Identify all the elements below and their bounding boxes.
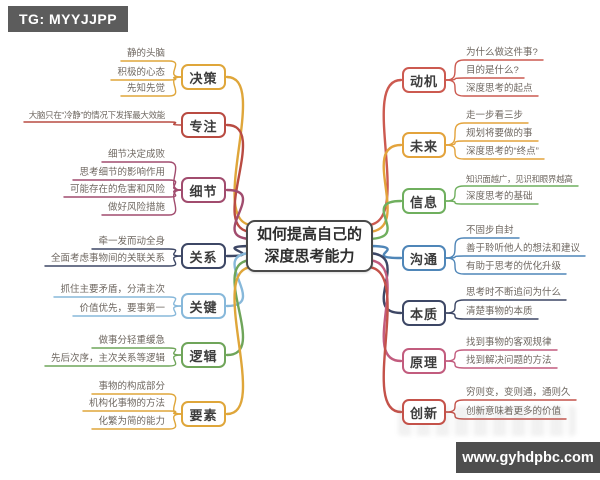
subtopic-juece-1[interactable]: 静的头脑 — [126, 48, 165, 59]
subtopic-dongji-3[interactable]: 深度思考的起点 — [466, 83, 533, 94]
topic-node-luoji[interactable]: 逻辑 — [181, 342, 226, 368]
branch-line — [225, 75, 255, 227]
leaf-line — [445, 255, 586, 259]
subtopic-goutong-3[interactable]: 有助于思考的优化升级 — [466, 261, 562, 272]
leaf-line — [82, 410, 182, 415]
subtopic-zhuanzhu-1[interactable]: 大脑只在“冷静”的情况下发挥最大效能 — [28, 110, 166, 120]
subtopic-xinxi-2[interactable]: 深度思考的基础 — [466, 191, 533, 202]
branch-line — [225, 123, 255, 234]
website-watermark-badge: www.gyhdpbc.com — [456, 442, 600, 473]
subtopic-xijie-1[interactable]: 细节决定成败 — [107, 149, 165, 160]
subtopic-luoji-1[interactable]: 做事分轻重缓急 — [98, 335, 165, 346]
central-topic-line1: 如何提高自己的 — [256, 226, 362, 244]
leaf-line — [91, 413, 182, 430]
leaf-line — [445, 79, 539, 97]
leaf-line — [445, 77, 525, 81]
branch-line — [225, 258, 255, 357]
branch-line — [365, 78, 403, 227]
subtopic-weilai-2[interactable]: 规划将要做的事 — [466, 128, 533, 139]
topic-node-guanxi[interactable]: 关系 — [181, 243, 226, 269]
topic-node-guanjian[interactable]: 关键 — [181, 293, 226, 319]
topic-node-xinxi[interactable]: 信息 — [402, 188, 446, 214]
tg-watermark-badge: TG: MYYJJPP — [8, 6, 129, 32]
subtopic-benzhi-2[interactable]: 清楚事物的本质 — [466, 306, 533, 317]
subtopic-luoji-2[interactable]: 先后次序，主次关系等逻辑 — [50, 353, 165, 364]
subtopic-goutong-2[interactable]: 善于聆听他人的想法和建议 — [466, 243, 581, 254]
topic-node-juece[interactable]: 决策 — [181, 64, 226, 90]
subtopic-weilai-3[interactable]: 深度思考的“终点” — [466, 146, 539, 157]
leaf-line — [120, 76, 182, 97]
central-topic-line2: 深度思考能力 — [264, 248, 355, 265]
topic-node-zhuanzhu[interactable]: 专注 — [181, 112, 226, 138]
branch-line — [225, 188, 255, 241]
subtopic-xijie-4[interactable]: 做好风险措施 — [107, 202, 165, 213]
branch-line — [365, 143, 403, 234]
subtopic-guanxi-2[interactable]: 全面考虑事物间的关联关系 — [50, 253, 165, 264]
subtopic-yaosu-1[interactable]: 事物的构成部分 — [98, 381, 165, 392]
topic-node-dongji[interactable]: 动机 — [402, 67, 446, 93]
leaf-line — [445, 200, 539, 205]
leaf-line — [23, 121, 182, 126]
subtopic-guanxi-1[interactable]: 牵一发而动全身 — [98, 236, 165, 247]
leaf-line — [101, 189, 182, 216]
leaf-line — [72, 305, 182, 317]
subtopic-chuangxin-2[interactable]: 创新意味着更多的价值 — [466, 406, 562, 417]
subtopic-juece-3[interactable]: 先知先觉 — [126, 83, 165, 94]
topic-node-yaosu[interactable]: 要素 — [181, 401, 226, 427]
subtopic-yaosu-2[interactable]: 机构化事物的方法 — [88, 398, 165, 409]
subtopic-guanjian-1[interactable]: 抓住主要矛盾，分清主次 — [60, 284, 165, 295]
topic-node-goutong[interactable]: 沟通 — [402, 245, 446, 271]
subtopic-xinxi-1[interactable]: 知识面越广，见识和眼界越高 — [466, 174, 573, 184]
branch-line — [365, 244, 403, 260]
branch-line — [365, 199, 403, 241]
leaf-line — [44, 354, 182, 367]
topic-node-yuanli[interactable]: 原理 — [402, 348, 446, 374]
subtopic-yuanli-1[interactable]: 找到事物的客观规律 — [466, 337, 552, 348]
subtopic-dongji-2[interactable]: 目的是什么? — [466, 65, 519, 76]
subtopic-chuangxin-1[interactable]: 穷则变，变则通，通则久 — [466, 387, 571, 398]
topic-node-weilai[interactable]: 未来 — [402, 132, 446, 158]
subtopic-dongji-1[interactable]: 为什么做这件事? — [466, 47, 538, 58]
subtopic-goutong-1[interactable]: 不固步自封 — [466, 225, 514, 236]
subtopic-yuanli-2[interactable]: 找到解决问题的方法 — [466, 355, 552, 366]
leaf-line — [44, 255, 182, 267]
central-topic-node[interactable]: 如何提高自己的 深度思考能力 — [246, 220, 373, 272]
leaf-line — [445, 312, 539, 320]
subtopic-benzhi-1[interactable]: 思考时不断追问为什么 — [466, 287, 562, 298]
subtopic-juece-2[interactable]: 积极的心态 — [117, 67, 165, 78]
leaf-line — [445, 257, 567, 275]
branch-line — [365, 258, 403, 363]
subtopic-xijie-3[interactable]: 可能存在的危害和风险 — [69, 184, 165, 195]
topic-node-benzhi[interactable]: 本质 — [402, 300, 446, 326]
subtopic-yaosu-3[interactable]: 化繁为简的能力 — [98, 416, 165, 427]
branch-line — [365, 265, 403, 414]
branch-line — [225, 265, 255, 416]
leaf-line — [445, 360, 558, 369]
subtopic-weilai-1[interactable]: 走一步看三步 — [466, 110, 524, 121]
subtopic-xijie-2[interactable]: 思考细节的影响作用 — [79, 167, 165, 178]
leaf-line — [445, 140, 539, 146]
topic-node-xijie[interactable]: 细节 — [181, 177, 226, 203]
subtopic-guanjian-2[interactable]: 价值优先，要事第一 — [79, 303, 165, 314]
topic-node-chuangxin[interactable]: 创新 — [402, 399, 446, 425]
leaf-line — [445, 144, 545, 160]
leaf-line — [445, 411, 567, 420]
